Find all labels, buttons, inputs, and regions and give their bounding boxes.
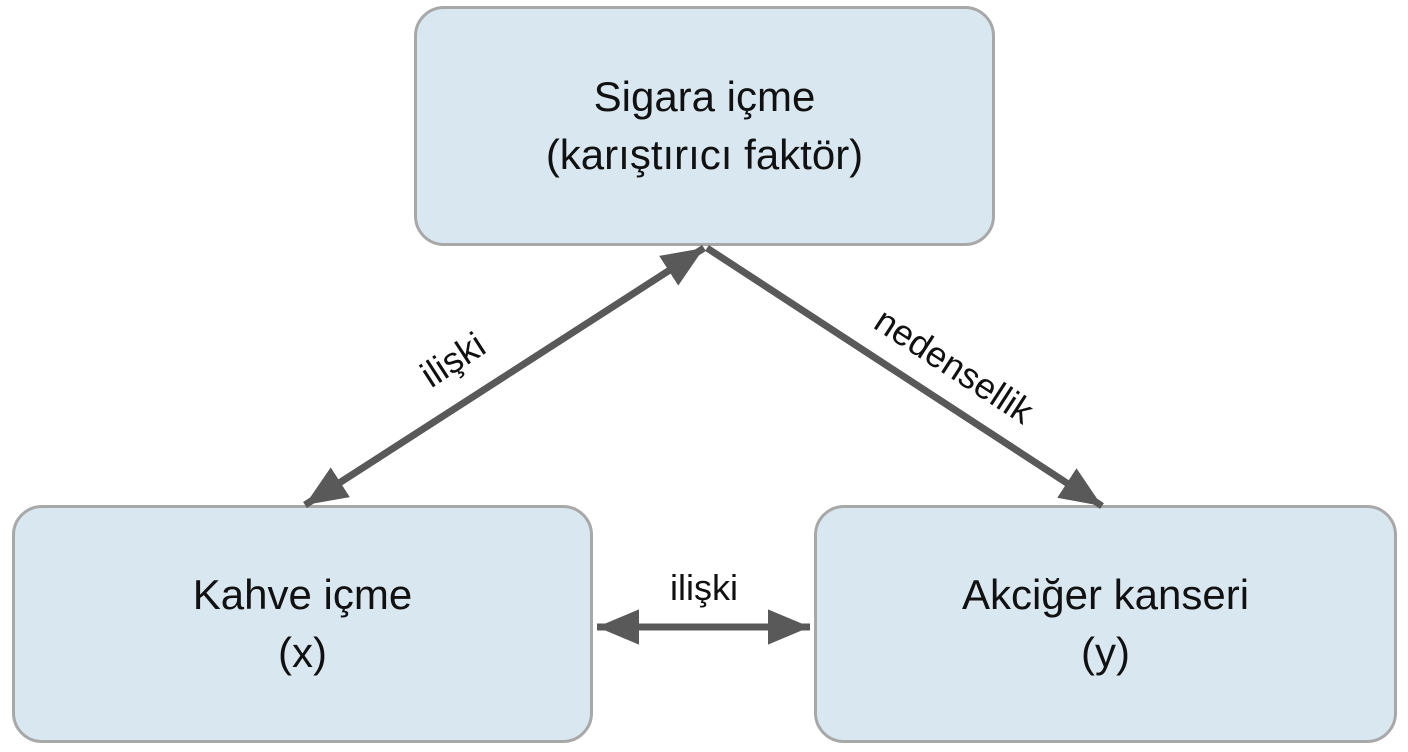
edge-label-x-y: ilişki [670,567,738,608]
node-y-line2: (y) [1081,629,1130,676]
edge-confounder-x-double-arrow [303,245,706,508]
node-x: Kahve içme (x) [12,505,593,743]
edge-confounder-y-arrow [705,245,1104,509]
node-confounder: Sigara içme (karıştırıcı faktör) [414,6,995,246]
node-confounder-line1: Sigara içme [593,73,816,120]
node-x-line2: (x) [278,629,327,676]
node-confounder-line2: (karıştırıcı faktör) [545,131,864,178]
edge-label-confounder-x: ilişki [413,323,493,396]
node-y: Akciğer kanseri (y) [814,505,1397,743]
node-x-line1: Kahve içme [192,571,413,618]
edge-label-confounder-y: nedensellik [867,299,1041,432]
node-y-line1: Akciğer kanseri [961,571,1250,618]
